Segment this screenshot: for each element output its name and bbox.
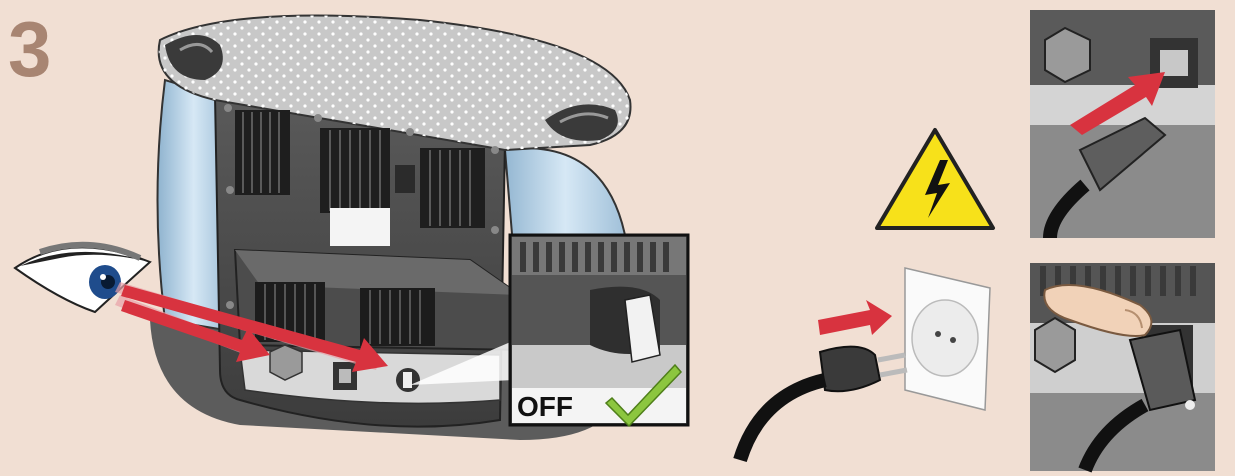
machine xyxy=(150,14,632,440)
insert-arrow xyxy=(818,300,892,335)
high-voltage-warning-icon xyxy=(875,128,995,230)
wall-socket-icon xyxy=(904,267,991,411)
finger-icon xyxy=(1043,284,1153,337)
switch-inset xyxy=(410,233,690,428)
power-plug-icon xyxy=(733,345,908,463)
off-label: OFF xyxy=(517,391,573,422)
panel-press-switch xyxy=(1030,263,1225,473)
eye-icon xyxy=(13,241,152,314)
step-number: 3 xyxy=(8,5,51,93)
checkmark-icon xyxy=(604,363,683,428)
sight-arrows xyxy=(115,282,388,372)
panel-connect-cable xyxy=(1030,10,1225,239)
